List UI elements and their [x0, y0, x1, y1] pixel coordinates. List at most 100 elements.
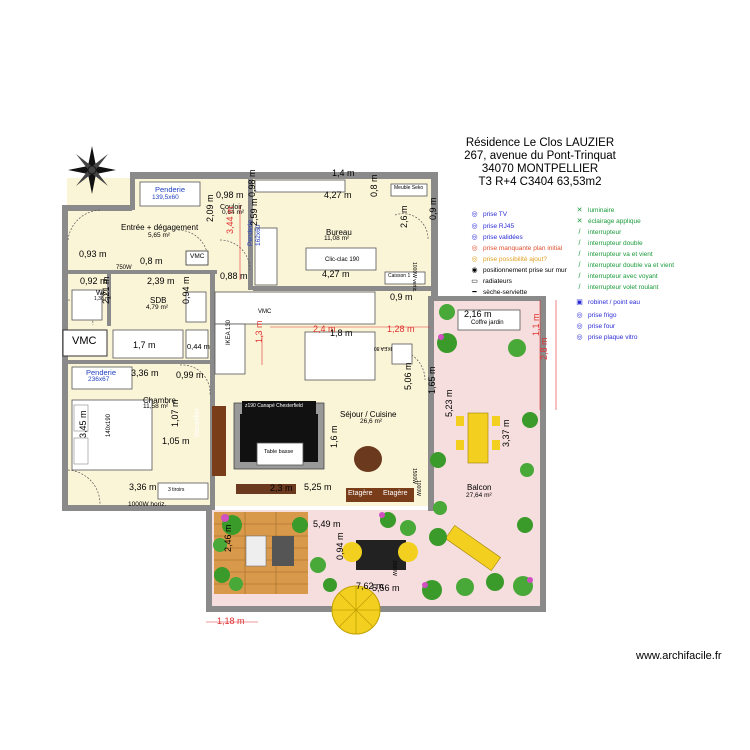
dim-36: 1,05 m — [162, 436, 190, 446]
legend-item: /interrupteur double — [575, 239, 643, 248]
legend-item: ◎prise validées — [470, 233, 522, 242]
legend-label: prise frigo — [588, 312, 617, 319]
legend-symbol-icon: ◎ — [471, 256, 478, 263]
wardrobe-entree — [139, 181, 201, 207]
room-area-balcon: 27,64 m² — [466, 492, 492, 499]
dim-42: 5,49 m — [313, 519, 341, 529]
legend-item: ◎prise frigo — [575, 311, 617, 320]
cabinet-seko — [390, 183, 428, 197]
dim-40: 2,3 m — [270, 483, 293, 493]
legend-item: ◎prise RJ45 — [470, 222, 514, 231]
sofa-label: z190 Canapé Chesterfield — [245, 403, 303, 409]
bed-label: 140x190 — [106, 413, 112, 437]
room-name-wc: WC — [96, 290, 108, 297]
compass-rose-icon — [68, 146, 116, 194]
walls — [62, 172, 546, 612]
legend-label: prise possibilité ajout? — [483, 256, 547, 263]
room-name-entree: Entrée + dégagement — [121, 223, 199, 232]
title-line-3: 34070 MONTPELLIER — [481, 163, 599, 175]
wardrobe-2-size: 162x60 — [255, 224, 262, 246]
dim-25: 2,16 m — [464, 309, 492, 319]
desk — [254, 179, 346, 193]
dimension-lines — [206, 205, 557, 623]
legend-item: ◎ prise four — [575, 322, 615, 331]
dim-35: 1,07 m — [170, 399, 180, 427]
legend-label: interrupteur va et vient — [588, 251, 653, 258]
title-line-4: T3 R+4 C3404 63,53m2 — [478, 176, 602, 188]
dim-26: 1,1 m — [531, 313, 541, 336]
dim-41: 5,25 m — [304, 482, 332, 492]
legend-symbol-icon: ◎ — [471, 245, 478, 252]
shelf-1 — [346, 488, 380, 502]
dim-7: 2,59 m — [249, 198, 259, 226]
kitchen-island — [304, 331, 376, 381]
radiator-5-label: 1000W — [415, 480, 421, 496]
deck-table — [272, 536, 294, 566]
watermark: www.archifacile.fr — [636, 650, 722, 662]
legend-item: /interrupteur — [575, 228, 622, 237]
legend-item: / interrupteur avec voyant — [575, 272, 658, 281]
legend-label: prise four — [588, 323, 616, 330]
dim-20: 1,7 m — [133, 340, 156, 350]
toilet — [71, 289, 103, 321]
room-area-entree: 5,65 m² — [148, 232, 171, 239]
legend-label: robinet / point eau — [588, 299, 641, 306]
legend-item: ▭radiateurs — [470, 277, 512, 286]
tv-unit — [236, 484, 296, 494]
legend-label: luminaire — [588, 207, 615, 214]
legend-item: /interrupteur va et vient — [575, 250, 653, 259]
deck-bench — [245, 535, 267, 567]
legend-symbol-icon: ◎ — [576, 334, 583, 341]
dresser — [157, 482, 209, 500]
kitchen-counter — [214, 291, 376, 325]
vmc-2-label: VMC — [258, 309, 272, 315]
wardrobe-chambre — [71, 366, 133, 390]
dim-34: 3,45 m — [78, 410, 88, 438]
room-area-bureau: 11,08 m² — [324, 235, 350, 242]
chair-2 — [456, 440, 464, 450]
garden-chest — [457, 309, 521, 331]
dim-43: 0,94 m — [335, 532, 345, 560]
garden-chest-label: Coffre jardin — [471, 320, 504, 326]
legend-symbol-icon: ◎ — [471, 223, 478, 230]
legend-label: prise plaque vitro — [588, 334, 638, 341]
kitchen-counter-side — [214, 323, 246, 375]
legend-symbol-icon: ◎ — [471, 234, 478, 241]
dim-1: 1,4 m — [332, 168, 355, 178]
legend-label: interrupteur avec voyant — [588, 273, 658, 280]
dim-16: 2,39 m — [147, 276, 175, 286]
dim-8: 2,6 m — [399, 205, 409, 228]
radiator-6-label: 1500W — [391, 560, 397, 576]
dim-44: 2,46 m — [223, 524, 233, 552]
dim-27: 2,8 m — [539, 337, 549, 360]
legend-label: interrupteur volet roulant — [588, 284, 659, 291]
legend-symbol-icon: / — [578, 273, 581, 280]
legend-symbol-icon: / — [578, 240, 581, 247]
dim-4: 0,98 m — [247, 169, 257, 197]
room-area-sdb: 4,79 m² — [146, 304, 169, 311]
legend-symbol-icon: ◎ — [576, 323, 583, 330]
dim-12: 3,44 m — [225, 206, 235, 234]
legend-label: éclairage applique — [588, 218, 641, 225]
furniture — [62, 179, 521, 635]
radiator-2-label: 750W — [116, 265, 132, 271]
legend-symbol-icon: ◎ — [471, 211, 478, 218]
legend-symbol-icon: ◉ — [471, 267, 478, 274]
chair-1 — [456, 416, 464, 426]
room-area-wc: 1,38 m² — [94, 296, 111, 302]
dim-30: 0,99 m — [176, 370, 204, 380]
dim-18: 2,21 m — [101, 276, 111, 304]
ikea-cabinet — [391, 343, 413, 365]
legend-item: ◎prise TV — [470, 210, 507, 219]
chair-4 — [492, 440, 500, 450]
title-line-1: Résidence Le Clos LAUZIER — [465, 137, 615, 149]
pillow-1 — [73, 404, 89, 432]
room-name-sejour: Séjour / Cuisine — [340, 410, 397, 419]
pillow-2 — [73, 437, 89, 465]
dresser-label: 3 tiroirs — [168, 487, 185, 493]
dim-38: 3,37 m — [501, 419, 511, 447]
outdoor-chair-2 — [398, 542, 418, 562]
sofa-bed-label: Clic-clac 190 — [325, 257, 360, 263]
legend-symbol-icon: ▭ — [471, 278, 478, 285]
legend-symbol-icon: / — [578, 229, 581, 236]
